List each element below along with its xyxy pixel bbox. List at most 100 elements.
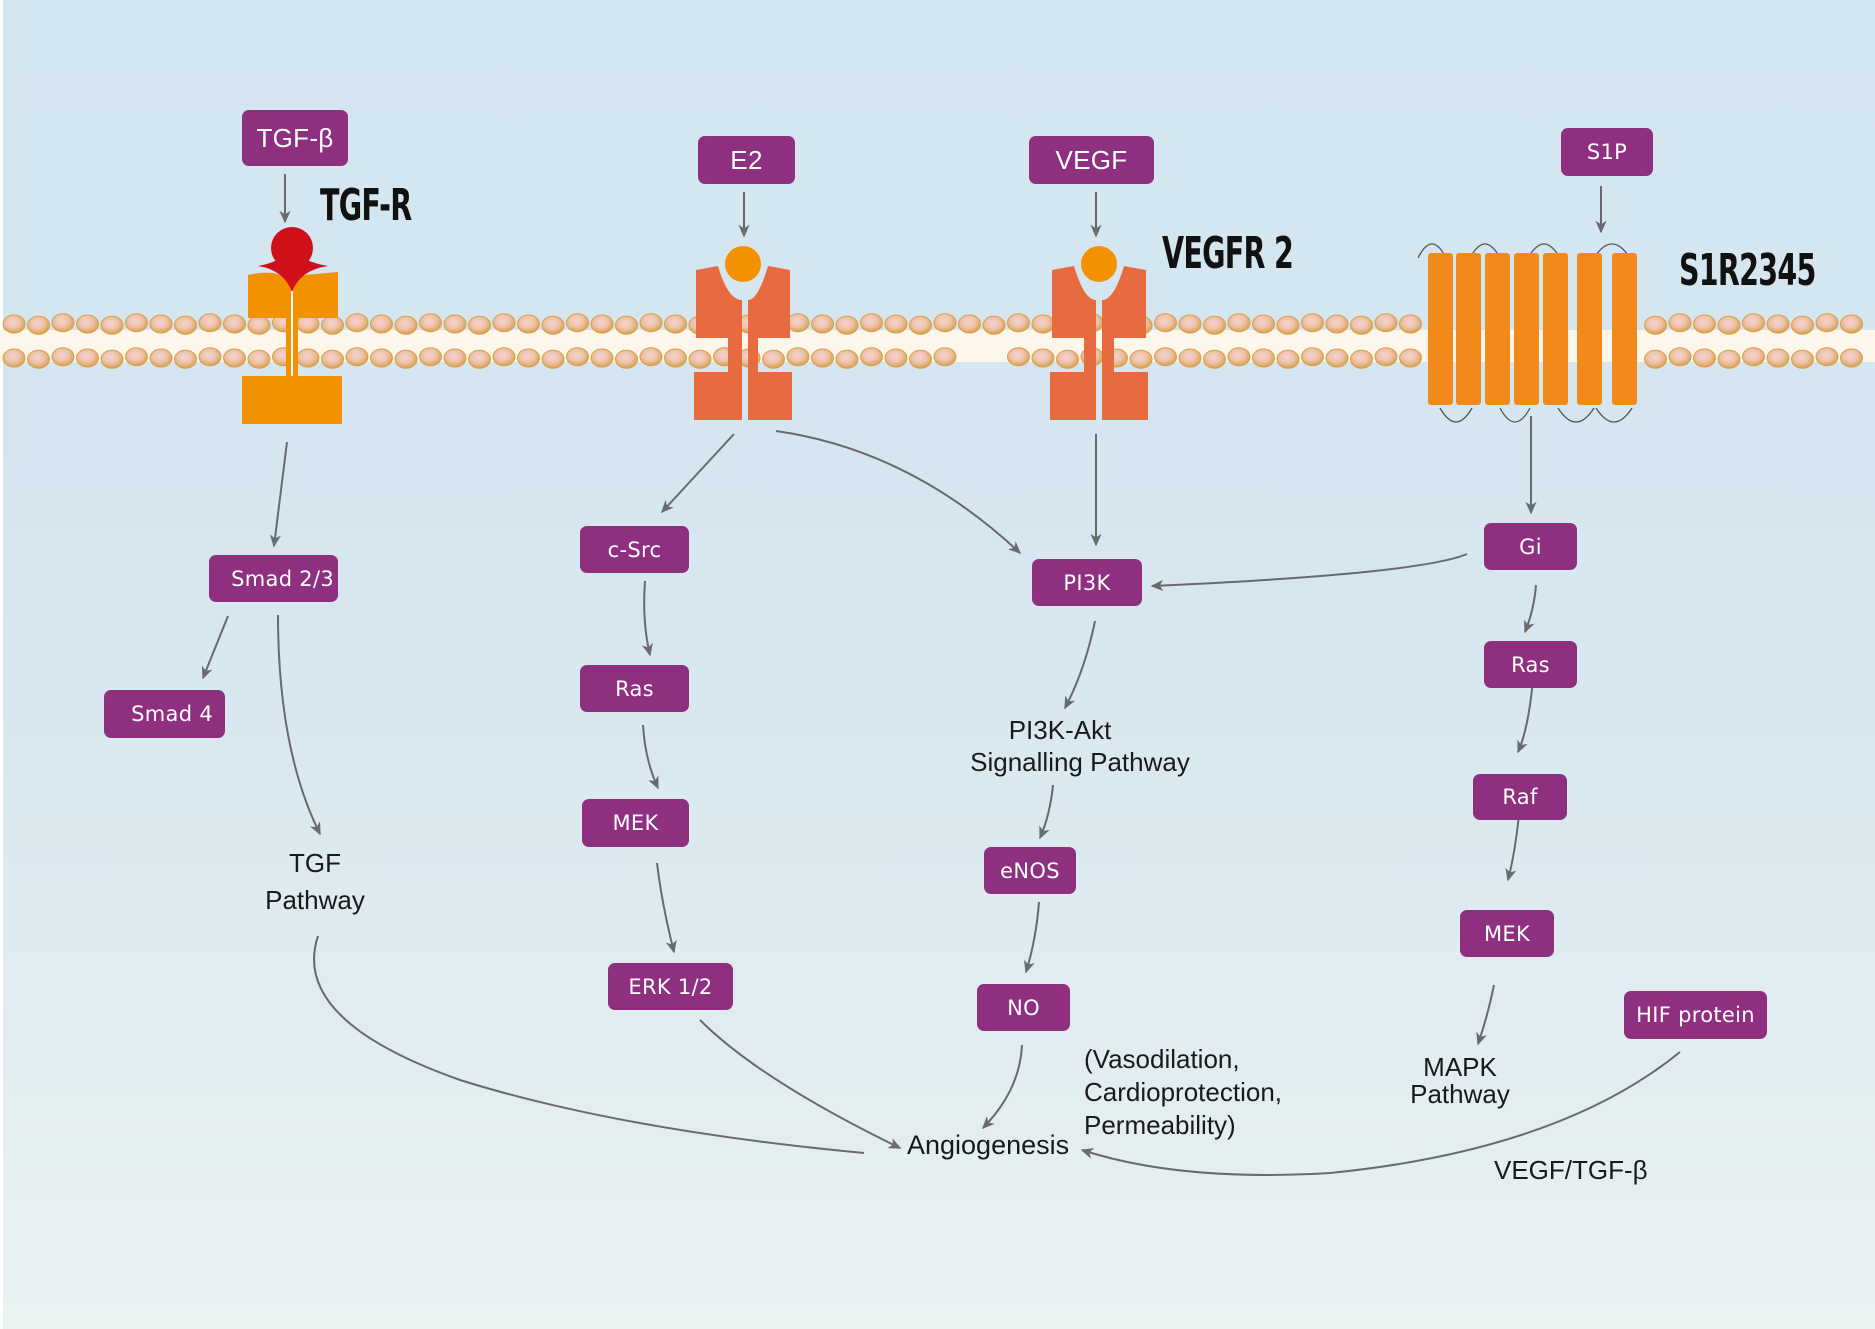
effects-line3: Permeability) [1084,1110,1236,1140]
arrow-gi-to-pi3k [1150,553,1468,592]
lipid-head [1325,314,1349,334]
arrows [201,174,1681,1176]
s1r-helix [1485,253,1510,405]
effects-line2: Cardioprotection, [1084,1077,1282,1107]
lipid-head [1178,314,1202,334]
s1r-loop [1439,407,1473,423]
arrow-pi3k-to-akt [1064,620,1096,710]
lipid-head [1742,313,1765,333]
e2-receptor [694,240,792,420]
lipid-head [149,314,173,334]
lipid-head [933,313,957,333]
s1r-loop [1499,407,1531,423]
pi3k-akt-label: PI3K-Akt Signalling Pathway [940,714,1220,778]
lipid-head [517,348,540,368]
node-enos[interactable]: eNOS [984,847,1076,894]
lipid-head [664,314,687,334]
lipid-head [1717,315,1741,335]
arrow-receptor-to-csrc [661,433,735,514]
node-e2[interactable]: E2 [698,136,795,184]
lipid-head [1742,347,1765,367]
lipid-head [1374,313,1398,333]
node-tgfb[interactable]: TGF-β [242,110,348,166]
tgf-pathway-label: TGF Pathway [250,847,380,916]
node-no[interactable]: NO [977,984,1070,1031]
node-mek-left[interactable]: MEK [582,799,689,847]
lipid-head [1227,313,1251,333]
arrow-smad23-to-smad4 [201,615,229,680]
node-raf[interactable]: Raf [1473,774,1567,820]
lipid-head [590,348,614,368]
lipid-head [835,315,859,335]
left-border [0,0,3,1329]
lipid-head [468,315,491,335]
node-smad23[interactable]: Smad 2/3 [209,555,338,602]
lipid-head [933,347,957,367]
lipid-head [296,348,320,368]
lipid-head [1203,349,1226,369]
node-ras-left[interactable]: Ras [580,665,689,712]
arrow-tgfr-to-smad23 [269,441,288,548]
lipid-head [1252,314,1275,334]
effects-line1: (Vasodilation, [1084,1044,1240,1074]
vegf-tgfb-label: VEGF/TGF-β [1494,1155,1648,1185]
node-pi3k[interactable]: PI3K [1032,559,1142,606]
lipid-head [345,313,369,333]
lipid-head [1766,348,1790,368]
lipid-head [835,349,859,369]
lipid-head [419,347,442,367]
lipid-head [394,315,418,335]
pi3k-akt-line2: Signalling Pathway [970,747,1190,777]
lipid-head [345,347,369,367]
mapk-line1: MAPK [1423,1052,1497,1082]
vegfr2-receptor [1050,240,1148,420]
lipid-head [1325,348,1349,368]
node-smad4[interactable]: Smad 4 [104,690,225,738]
e2-ligand-ball [725,246,761,282]
lipid-head [1276,315,1300,335]
lipid-head [1693,348,1716,368]
s1r-label: S1R2345 [1679,245,1816,296]
lipid-head [492,347,516,367]
arrow-smad23-to-tgf-pathway [277,614,321,836]
lipid-head [1007,347,1030,367]
mapk-line2: Pathway [1410,1079,1510,1109]
node-hif[interactable]: HIF protein [1624,991,1767,1039]
lipid-head [1154,313,1177,333]
lipid-head [1399,348,1422,368]
lipid-head [884,314,908,334]
lipid-head [321,349,344,369]
node-vegf[interactable]: VEGF [1029,136,1154,184]
effects-label: (Vasodilation, Cardioprotection, Permeab… [1084,1043,1344,1142]
lipid-head [1840,348,1863,368]
lipid-head [1031,314,1055,334]
node-ras-right[interactable]: Ras [1484,641,1577,688]
lipid-head [76,348,99,368]
s1r-helix [1612,253,1637,405]
lipid-head [541,349,565,369]
lipid-head [541,315,565,335]
lipid-head [1350,315,1373,335]
lipid-head [664,348,687,368]
arrow-receptor-to-pi3k [775,430,1022,554]
node-csrc[interactable]: c-Src [580,526,689,573]
node-mek-right[interactable]: MEK [1460,910,1554,957]
lipid-head [370,348,393,368]
lipid-head [1840,314,1863,334]
angiogenesis-label: Angiogenesis [907,1130,1070,1160]
node-erk[interactable]: ERK 1/2 [608,963,733,1010]
lipid-head [1154,347,1177,367]
lipid-head [27,349,50,369]
lipid-head [1693,314,1716,334]
lipid-head [982,315,1006,335]
node-s1p[interactable]: S1P [1561,128,1653,176]
lipid-head [149,348,173,368]
lipid-head [321,315,344,335]
lipid-head [639,313,663,333]
lipid-head [786,347,810,367]
tgf-receptor [242,227,342,424]
node-gi[interactable]: Gi [1484,523,1577,570]
lipid-head [1644,349,1667,369]
s1r-helix [1577,253,1602,405]
